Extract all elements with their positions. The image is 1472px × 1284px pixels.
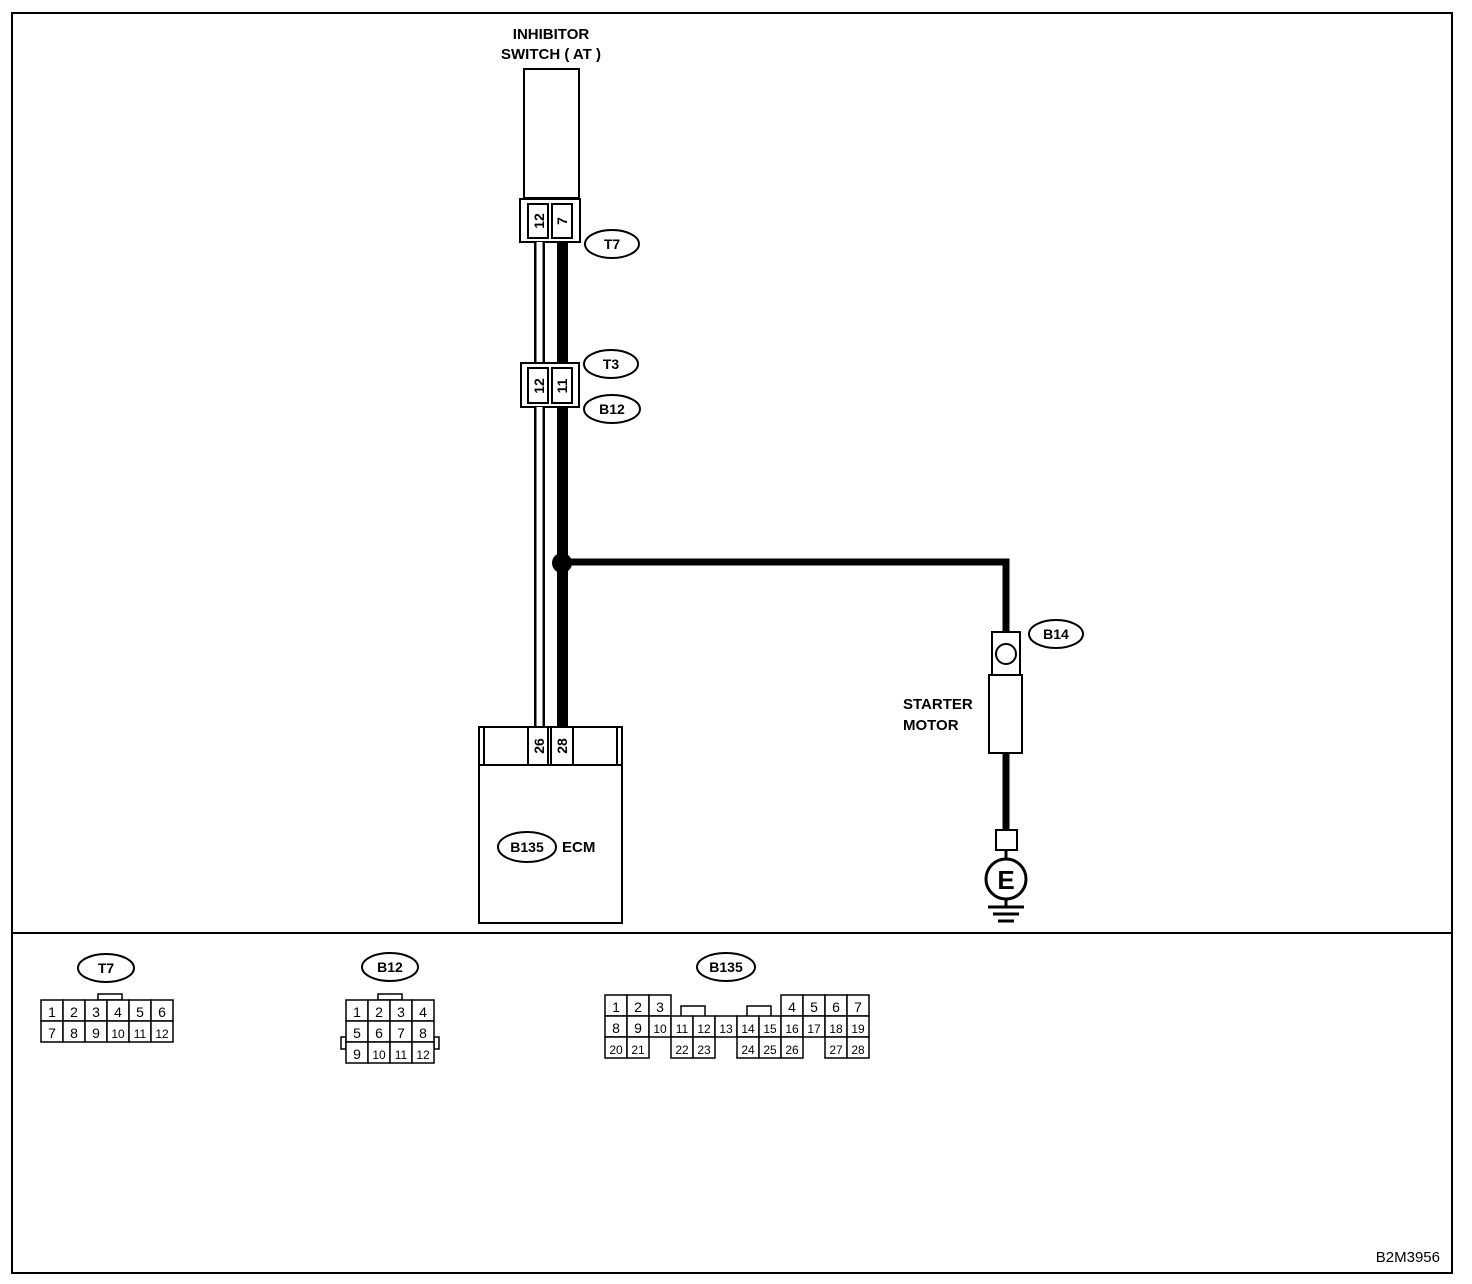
connector-pin-number: 5 [136, 1004, 144, 1020]
connector-pin-number: 2 [375, 1004, 383, 1020]
t3-connector-tag: T3 [583, 349, 639, 379]
connector-pin-number: 8 [419, 1025, 427, 1041]
connector-view-b12-tag: B12 [361, 952, 419, 982]
joint-pin-11: 11 [554, 378, 570, 393]
svg-text:B14: B14 [1043, 626, 1069, 642]
connector-pin-number: 4 [788, 999, 796, 1015]
connector-pin-cell [780, 1036, 804, 1059]
joint-pin-12: 12 [531, 378, 547, 394]
connector-pin-number: 1 [48, 1004, 56, 1020]
inhibitor-switch-title-2: SWITCH ( AT ) [501, 46, 601, 63]
connector-pin-number: 7 [854, 999, 862, 1015]
connector-pin-number: 18 [829, 1022, 843, 1036]
connector-pin-number: 12 [416, 1048, 430, 1062]
connector-pin-number: 8 [70, 1025, 78, 1041]
svg-text:T7: T7 [98, 960, 115, 976]
connector-pin-cell [411, 1041, 435, 1064]
connector-pin-number: 6 [832, 999, 840, 1015]
connector-pin-number: 11 [395, 1048, 408, 1062]
ecm-label: ECM [562, 839, 595, 856]
b135-connector-tag: B135 [497, 831, 557, 863]
connector-pin-number: 28 [851, 1043, 865, 1057]
inhibitor-switch-title-1: INHIBITOR [513, 26, 590, 43]
connector-pin-number: 1 [353, 1004, 361, 1020]
diagram-code: B2M3956 [1376, 1249, 1440, 1266]
svg-text:B12: B12 [599, 401, 625, 417]
svg-text:T7: T7 [604, 236, 621, 252]
svg-text:B135: B135 [709, 959, 743, 975]
connector-pin-number: 9 [353, 1046, 361, 1062]
connector-pin-number: 10 [653, 1022, 667, 1036]
connector-pin-cell [846, 1036, 870, 1059]
connector-pin-number: 8 [612, 1020, 620, 1036]
connector-pin-number: 13 [719, 1022, 733, 1036]
connector-pin-number: 4 [114, 1004, 122, 1020]
ecm-unit: 26 28 [478, 726, 623, 924]
svg-text:B12: B12 [377, 959, 403, 975]
connector-pin-number: 19 [851, 1022, 865, 1036]
connector-pin-number: 11 [676, 1022, 689, 1036]
t7-connector-tag: T7 [584, 229, 640, 259]
connector-pin-number: 26 [785, 1043, 799, 1057]
connector-pin-number: 6 [158, 1004, 166, 1020]
starter-motor-label-1: STARTER [903, 696, 973, 713]
connector-pin-number: 22 [675, 1043, 689, 1057]
connector-pin-number: 2 [634, 999, 642, 1015]
connector-pin-number: 9 [634, 1020, 642, 1036]
connector-pin-number: 12 [697, 1022, 711, 1036]
connector-pin-number: 9 [92, 1025, 100, 1041]
ecm-pin-28: 28 [554, 738, 570, 754]
b14-connector-tag: B14 [1028, 619, 1084, 649]
svg-text:B135: B135 [510, 839, 544, 855]
connector-pin-number: 3 [92, 1004, 100, 1020]
connector-pin-number: 5 [353, 1025, 361, 1041]
connector-pin-number: 5 [810, 999, 818, 1015]
t7-pin-7: 7 [554, 217, 570, 225]
inhibitor-switch-body: 12 7 [519, 68, 581, 243]
connector-pin-number: 4 [419, 1004, 427, 1020]
connector-pin-cell [692, 1036, 716, 1059]
connector-pin-number: 10 [372, 1048, 386, 1062]
connector-pin-number: 10 [111, 1027, 125, 1041]
svg-text:T3: T3 [603, 356, 620, 372]
connector-pin-number: 25 [763, 1043, 777, 1057]
connector-pin-number: 24 [741, 1043, 755, 1057]
connector-pin-number: 11 [134, 1027, 147, 1041]
connector-pin-number: 6 [375, 1025, 383, 1041]
starter-motor [988, 631, 1023, 830]
connector-pin-number: 21 [631, 1043, 645, 1057]
ecm-pin-26: 26 [531, 738, 547, 754]
connector-pin-number: 17 [807, 1022, 821, 1036]
connector-pin-number: 16 [785, 1022, 799, 1036]
wire-pair-upper [534, 242, 568, 363]
connector-pin-number: 23 [697, 1043, 711, 1057]
connector-pin-number: 20 [609, 1043, 623, 1057]
b12-connector-tag: B12 [583, 394, 641, 424]
connector-pin-number: 14 [741, 1022, 755, 1036]
t7-pin-12: 12 [531, 213, 547, 229]
connector-pin-number: 12 [155, 1027, 169, 1041]
connector-pin-number: 7 [397, 1025, 405, 1041]
connector-pin-number: 27 [829, 1043, 843, 1057]
joint-connector: 12 11 [520, 362, 580, 408]
ground-e-label: E [997, 865, 1014, 895]
connector-pin-number: 7 [48, 1025, 56, 1041]
starter-branch-wire [552, 553, 1010, 632]
connector-pin-number: 3 [656, 999, 664, 1015]
starter-motor-label-2: MOTOR [903, 717, 959, 734]
connector-pin-cell [150, 1020, 174, 1043]
connector-pin-cell [626, 1036, 650, 1059]
connector-pin-number: 3 [397, 1004, 405, 1020]
connector-view-t7-tag: T7 [77, 953, 135, 983]
diagram-frame [11, 12, 1453, 1274]
connector-pin-number: 2 [70, 1004, 78, 1020]
connector-view-b135-tag: B135 [696, 952, 756, 982]
connector-pin-number: 1 [612, 999, 620, 1015]
connector-pin-number: 15 [763, 1022, 777, 1036]
ground-symbol: E [984, 829, 1028, 923]
